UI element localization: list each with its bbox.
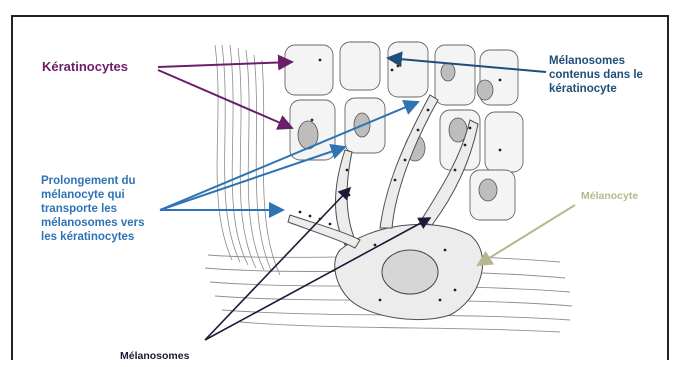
melanocyte-nucleus bbox=[382, 250, 438, 294]
dermis-fibers bbox=[215, 45, 280, 275]
keratinocytes-label: Kératinocytes bbox=[42, 60, 128, 74]
melanocyte-label: Mélanocyte bbox=[581, 189, 638, 203]
prolongement-arrows bbox=[160, 102, 418, 210]
melanosomes-contenus-label: Mélanosomes contenus dans le kératinocyt… bbox=[549, 54, 643, 96]
melanosomes-label: Mélanosomes bbox=[120, 349, 189, 363]
prolongement-label: Prolongement du mélanocyte qui transport… bbox=[41, 174, 145, 244]
